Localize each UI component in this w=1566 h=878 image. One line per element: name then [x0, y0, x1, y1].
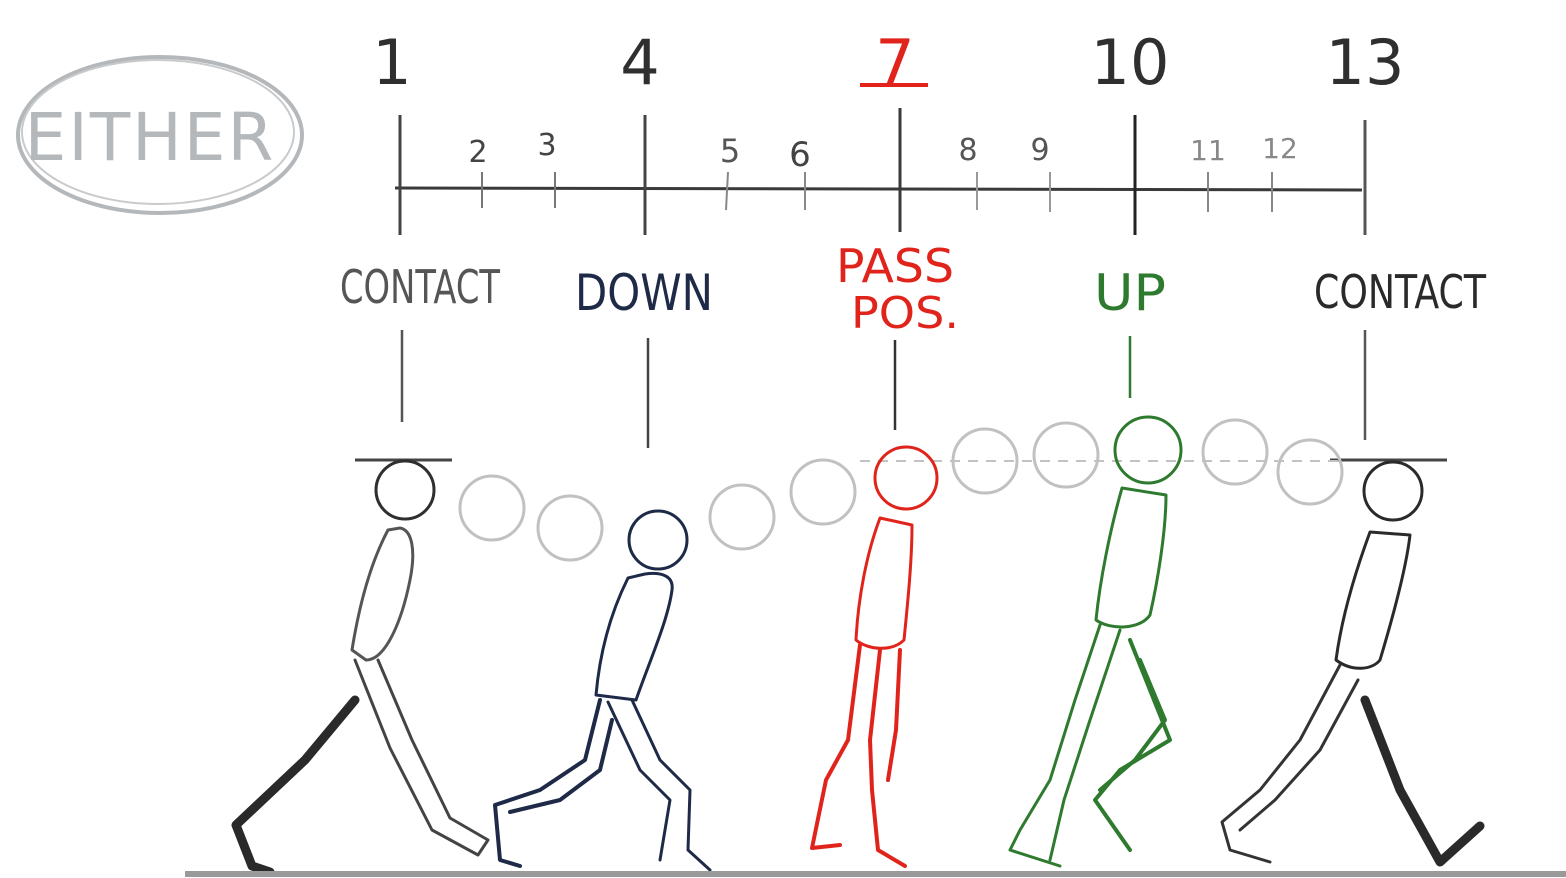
figure-10-back-leg: [1093, 638, 1172, 852]
figure-13-head: [1362, 460, 1424, 522]
figure-contact-1: [231, 459, 490, 877]
pose-label-down: DOWN: [575, 264, 713, 322]
inbetween-label-9: 9: [1030, 133, 1049, 168]
inbetween-heads: [458, 418, 1344, 562]
figure-4-body: [594, 571, 674, 702]
figure-4-back-leg: [493, 698, 614, 868]
frame-number-7: 7: [875, 26, 914, 99]
inbetween-head-2: [458, 474, 526, 542]
inbetween-label-6: 6: [789, 135, 811, 175]
head-height-lines: [355, 458, 1447, 462]
figure-1-body: [350, 526, 415, 662]
inbetween-label-3: 3: [537, 128, 556, 163]
timeline: 2 3 5 6 8 9 11 12: [394, 108, 1367, 235]
inbetween-label-2: 2: [468, 135, 487, 170]
frame-number-10: 10: [1091, 26, 1170, 99]
figure-10-body: [1094, 486, 1168, 629]
figure-contact-13: [1220, 460, 1485, 867]
pose-label-contact-13: CONTACT: [1314, 265, 1487, 319]
figure-10-front-leg: [1008, 623, 1122, 868]
figure-7-body: [854, 516, 914, 650]
connector-lines: [400, 330, 1367, 448]
key-frame-numbers: 1 4 7 10 13: [372, 26, 1404, 99]
figure-7-head: [873, 445, 939, 511]
inbetween-head-9: [1032, 421, 1100, 489]
figure-7-legs: [810, 643, 907, 868]
inbetween-head-3: [536, 494, 604, 562]
inbetween-head-5: [708, 483, 776, 551]
figure-13-body: [1334, 530, 1412, 670]
inbetween-label-5: 5: [720, 132, 740, 170]
figure-4-front-leg: [606, 698, 712, 872]
pose-labels: CONTACT DOWN PASS POS. UP CONTACT: [340, 239, 1487, 339]
figure-13-front-leg: [1360, 695, 1485, 867]
pose-label-pass: PASS: [836, 239, 954, 293]
figure-1-back-leg: [231, 695, 360, 877]
figure-10-head: [1113, 415, 1183, 485]
either-badge: EITHER: [16, 55, 304, 215]
frame-number-13: 13: [1326, 26, 1405, 99]
pose-label-pos: POS.: [851, 288, 959, 339]
inbetween-label-12: 12: [1262, 132, 1298, 165]
inbetween-head-6: [789, 458, 857, 526]
frame-number-4: 4: [620, 26, 659, 99]
timeline-axis: [394, 186, 1363, 192]
inbetween-tick-5: [725, 171, 729, 211]
inbetween-head-11: [1201, 418, 1269, 486]
figure-1-head: [374, 459, 436, 521]
pose-label-up: UP: [1094, 264, 1166, 322]
pose-label-contact-1: CONTACT: [340, 260, 501, 314]
inbetween-label-11: 11: [1190, 134, 1226, 167]
figure-up-10: [1008, 415, 1183, 868]
inbetween-label-8: 8: [958, 133, 977, 168]
frame-number-1: 1: [372, 26, 411, 99]
figure-pass-7: [810, 445, 939, 868]
figure-13-back-leg: [1220, 663, 1360, 864]
figure-4-head: [627, 509, 689, 571]
either-label: EITHER: [25, 99, 276, 176]
inbetween-head-8: [951, 427, 1019, 495]
figure-1-front-leg: [353, 658, 490, 857]
figure-down-4: [493, 509, 712, 872]
inbetween-head-12: [1276, 438, 1344, 506]
